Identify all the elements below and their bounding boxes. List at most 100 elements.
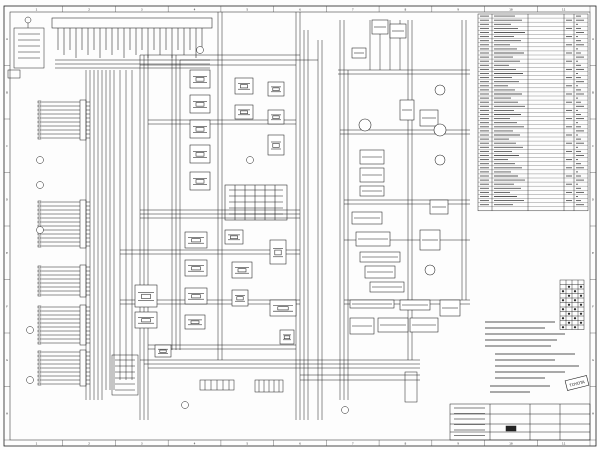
relay-box	[189, 94, 211, 114]
grid-letter-left: F	[6, 304, 8, 308]
relay-coil	[191, 294, 201, 299]
label-mark	[37, 305, 42, 309]
relay-box	[231, 261, 253, 279]
label-mark	[37, 382, 42, 386]
connector-stack	[79, 349, 87, 387]
grid-letter-right: H	[592, 411, 594, 415]
label-mark	[37, 325, 42, 329]
left-connector-stacks	[37, 99, 90, 387]
relay-coil	[237, 268, 247, 273]
stamp-text: TOYOTA	[568, 379, 586, 388]
grid-number-top: 10	[509, 8, 513, 12]
grid-number-top: 9	[457, 8, 459, 12]
grid-letter-right: C	[592, 144, 594, 148]
relay-box	[184, 287, 208, 305]
label-mark	[37, 321, 42, 325]
grid-number-bottom: 11	[562, 442, 566, 446]
legend-dot	[561, 308, 565, 311]
relay-box	[267, 81, 285, 97]
relay-coil	[191, 266, 201, 271]
relay-box	[154, 344, 172, 358]
legend-dot	[573, 317, 577, 320]
label-mark	[37, 329, 42, 333]
relay-coil	[272, 87, 280, 91]
label-mark	[37, 244, 42, 248]
legend-dot	[579, 303, 583, 306]
top-connector-comb	[51, 17, 213, 69]
bottom-harness	[111, 354, 420, 414]
label-mark	[37, 104, 42, 108]
grid-number-bottom: 8	[405, 442, 407, 446]
label-mark	[37, 366, 42, 370]
legend-dot	[561, 290, 565, 293]
label-mark	[37, 358, 42, 362]
grid-number-top: 7	[352, 8, 354, 12]
grid-letter-left: B	[6, 90, 8, 94]
relay-box	[134, 311, 158, 329]
relay-coil	[195, 77, 205, 82]
ignition-switch-block	[7, 16, 45, 79]
legend-dot	[573, 290, 577, 293]
label-mark	[37, 136, 42, 140]
relay-coil	[141, 293, 151, 299]
label-mark	[37, 236, 42, 240]
legend-dot	[573, 308, 577, 311]
relay-box	[267, 109, 285, 125]
grid-number-top: 1	[35, 8, 37, 12]
relay-coil	[195, 127, 205, 132]
label-mark	[37, 370, 42, 374]
relay-box	[134, 284, 158, 308]
label-mark	[37, 341, 42, 345]
relay-boxes	[134, 69, 297, 358]
grid-letter-right: E	[592, 251, 594, 255]
legend-grid	[559, 279, 585, 330]
relay-coil	[190, 320, 200, 324]
label-mark	[37, 265, 42, 269]
legend-dot	[573, 299, 577, 302]
grid-letter-left: A	[6, 37, 8, 41]
left-harness-bundle	[85, 70, 133, 400]
grid-letter-right: F	[592, 304, 594, 308]
relay-box	[184, 314, 206, 330]
relay-box	[269, 299, 297, 317]
label-mark	[37, 124, 42, 128]
legend-dot	[573, 326, 577, 329]
relay-coil	[195, 179, 205, 184]
relay-coil	[272, 115, 280, 119]
central-harness	[120, 12, 420, 420]
grid-letter-right: A	[592, 37, 594, 41]
label-mark	[37, 269, 42, 273]
legend-dot	[567, 303, 571, 306]
grid-letter-right: B	[592, 90, 594, 94]
label-mark	[37, 128, 42, 132]
grid-letter-right: D	[592, 197, 594, 201]
relay-coil	[283, 335, 291, 339]
right-harness	[338, 20, 470, 400]
relay-box	[189, 119, 211, 139]
grid-number-top: 5	[246, 8, 248, 12]
label-mark	[37, 208, 42, 212]
relay-box	[184, 259, 208, 277]
legend-dot	[561, 317, 565, 320]
grid-number-bottom: 3	[141, 442, 143, 446]
grid-ticks	[4, 6, 596, 446]
grid-number-top: 4	[194, 8, 196, 12]
label-mark	[37, 362, 42, 366]
approval-stamp: TOYOTA	[564, 375, 590, 391]
legend-dot	[579, 321, 583, 324]
label-mark	[37, 309, 42, 313]
label-mark	[37, 132, 42, 136]
label-mark	[37, 112, 42, 116]
label-mark	[37, 378, 42, 382]
grid-letter-left: D	[6, 197, 8, 201]
legend-dot	[567, 294, 571, 297]
grid-number-bottom: 10	[509, 442, 513, 446]
title-block	[449, 403, 591, 441]
relay-box	[189, 69, 211, 89]
legend-dot	[561, 326, 565, 329]
relay-box	[234, 104, 254, 120]
connector-stack	[79, 199, 87, 249]
legend-dot	[567, 321, 571, 324]
relay-box	[231, 289, 249, 307]
